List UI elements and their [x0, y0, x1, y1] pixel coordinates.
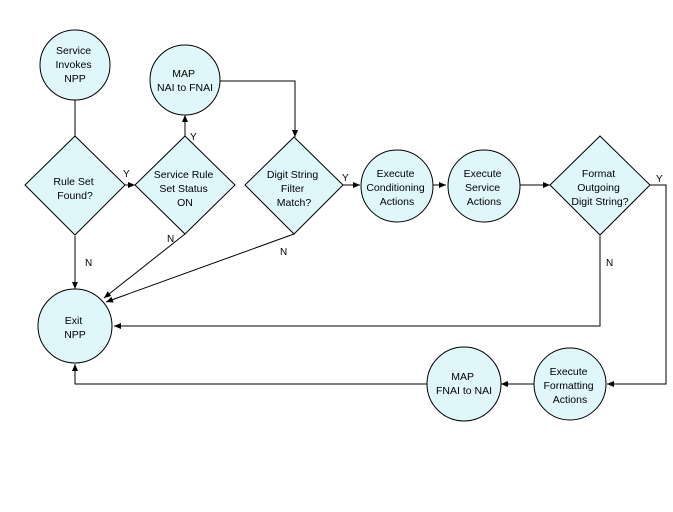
svg-text:Execute Service Ac: Execute Service Actions	[464, 168, 505, 208]
node-digit-string-filter-match: Digit String Filter Match?	[244, 136, 344, 235]
node-execute-service-actions: Execute Service Actions	[447, 149, 521, 223]
svg-text:Exit NPP: Exit NPP	[64, 315, 86, 341]
node-line: NPP	[64, 73, 86, 85]
label-filter-yes: Y	[342, 173, 349, 184]
svg-text:MAP NAI to FNAI: MAP NAI to FNAI	[157, 68, 213, 94]
node-line: Outgoing	[577, 182, 620, 194]
edge-format-to-exit	[114, 236, 601, 329]
svg-text:Service Rule Set Status: Service Rule Set Status ON	[154, 169, 216, 209]
node-line: NAI to FNAI	[157, 82, 213, 94]
node-line: NPP	[64, 329, 86, 341]
node-line: ON	[177, 197, 193, 209]
svg-text:Execute Conditioning: Execute Conditioning Actions	[366, 168, 427, 208]
edge-map-nai-to-filter	[220, 80, 298, 137]
node-rule-set-found: Rule Set Found?	[24, 135, 126, 236]
edge-map-fnai-to-exit	[72, 364, 427, 385]
node-line: Digit String	[267, 169, 319, 181]
edge-filter-to-exit	[105, 233, 295, 303]
node-line: Exit	[65, 315, 83, 327]
node-line: MAP	[172, 68, 195, 80]
node-line: Format	[582, 168, 615, 180]
node-line: Actions	[467, 196, 501, 208]
node-line: Found?	[57, 190, 93, 202]
edge-format-to-formatting	[607, 184, 667, 387]
label-filter-no: N	[280, 247, 287, 258]
label-rule-set-yes: Y	[123, 169, 130, 180]
node-line: Rule Set	[53, 176, 93, 188]
node-service-invokes-npp: Service Invokes NPP	[39, 29, 111, 101]
edge-status-to-exit	[103, 233, 186, 299]
node-execute-formatting-actions: Execute Formatting Actions	[533, 347, 607, 421]
node-line: FNAI to NAI	[436, 385, 492, 397]
svg-text:Service Invokes NP: Service Invokes NPP	[55, 45, 94, 85]
node-map-nai-to-fnai: MAP NAI to FNAI	[149, 44, 221, 116]
node-line: Conditioning	[366, 182, 425, 194]
node-line: Execute	[464, 168, 502, 180]
label-format-yes: Y	[656, 174, 663, 185]
node-line: Invokes	[55, 59, 91, 71]
node-line: Service Rule	[154, 169, 214, 181]
svg-text:Rule Set Found?: Rule Set Found?	[53, 176, 96, 202]
node-line: Service	[465, 182, 500, 194]
edges	[72, 80, 667, 387]
node-execute-conditioning-actions: Execute Conditioning Actions	[360, 149, 434, 223]
node-line: Execute	[550, 366, 588, 378]
node-map-fnai-to-nai: MAP FNAI to NAI	[426, 346, 502, 422]
node-line: MAP	[451, 371, 474, 383]
node-line: Service	[56, 45, 91, 57]
svg-text:Format Outgoing Di: Format Outgoing Digit String?	[571, 168, 628, 208]
node-line: Set Status	[159, 183, 207, 195]
node-line: Filter	[281, 183, 305, 195]
edge-labels: Y N Y N Y N Y N	[85, 132, 663, 269]
label-status-yes: Y	[190, 132, 197, 143]
node-service-rule-set-status: Service Rule Set Status ON	[134, 135, 236, 235]
node-line: Digit String?	[571, 196, 628, 208]
node-format-outgoing-digit-string: Format Outgoing Digit String?	[549, 135, 651, 236]
label-status-no: N	[167, 234, 174, 245]
label-rule-set-no: N	[85, 258, 92, 269]
svg-text:Digit String Filter: Digit String Filter Match?	[267, 169, 321, 209]
node-line: Actions	[380, 196, 414, 208]
node-line: Actions	[553, 394, 587, 406]
node-line: Match?	[277, 197, 312, 209]
node-exit-npp: Exit NPP	[37, 288, 113, 364]
node-line: Formatting	[543, 380, 593, 392]
svg-text:Execute Formatting: Execute Formatting Actions	[543, 366, 596, 406]
node-line: Execute	[377, 168, 415, 180]
svg-text:MAP FNAI to NAI: MAP FNAI to NAI	[436, 371, 492, 397]
label-format-no: N	[606, 258, 613, 269]
